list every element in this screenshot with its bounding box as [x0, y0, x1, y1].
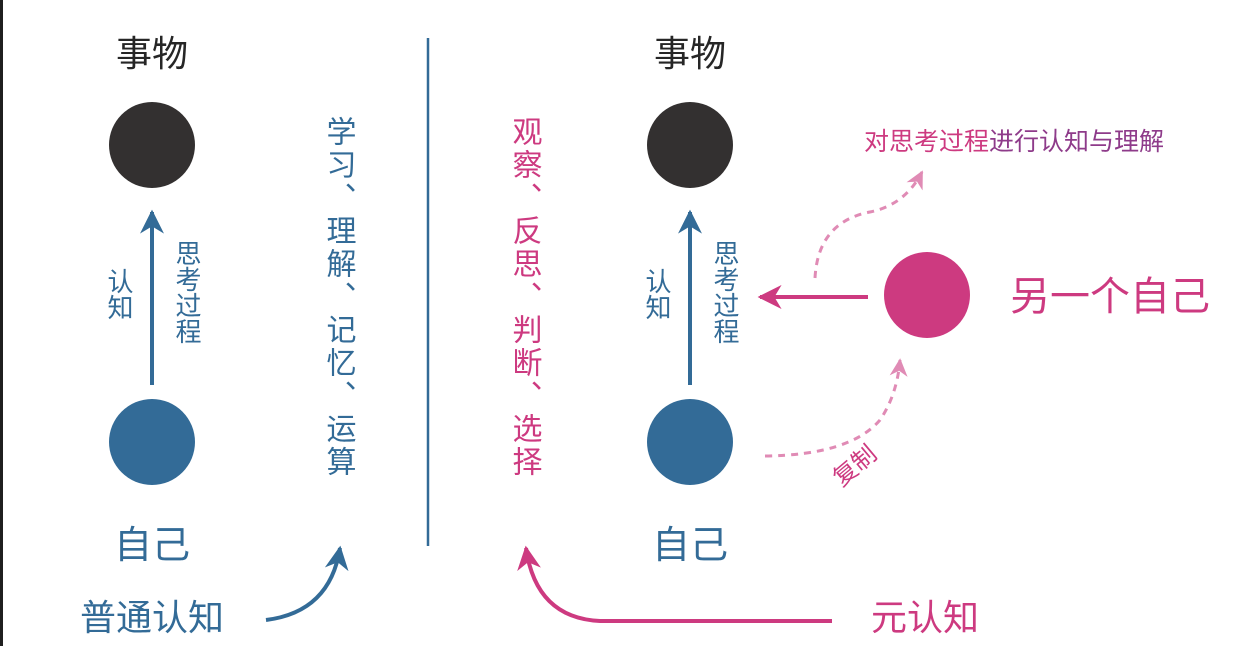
left-arrow-label-cognize: 认知 [103, 268, 133, 320]
left-side-text: 学习、理解、记忆、运算 [321, 116, 357, 479]
right-self-node [647, 399, 733, 485]
right-side-text: 观察、反思、判断、选择 [507, 116, 542, 479]
note-pink-part: 对思考过程 [864, 127, 989, 156]
left-arrow-label-thinking: 思考过程 [171, 240, 201, 344]
left-self-node [109, 399, 195, 485]
right-object-node [647, 102, 733, 188]
dashed-arrow-to-note [813, 170, 924, 279]
left-object-label: 事物 [116, 34, 188, 75]
right-object-label: 事物 [654, 34, 726, 75]
left-caption-ordinary-cognition: 普通认知 [80, 598, 224, 639]
right-self-label: 自己 [652, 523, 728, 567]
left-caption-curved-arrow [265, 545, 349, 622]
left-self-label: 自己 [114, 523, 190, 567]
dashed-arrow-copy [764, 358, 908, 458]
right-caption-metacognition: 元认知 [871, 598, 979, 639]
left-object-node [109, 102, 195, 188]
other-self-node [884, 252, 970, 338]
other-self-label: 另一个自己 [1010, 274, 1210, 320]
note-blue-part: 进行认知与理解 [989, 127, 1164, 156]
right-arrow-label-thinking: 思考过程 [709, 240, 739, 344]
note-label: 对思考过程进行认知与理解 [864, 127, 1164, 156]
left-edge-border [0, 0, 3, 646]
right-caption-curved-arrow [517, 545, 832, 623]
right-arrow-label-cognize: 认知 [641, 268, 671, 320]
